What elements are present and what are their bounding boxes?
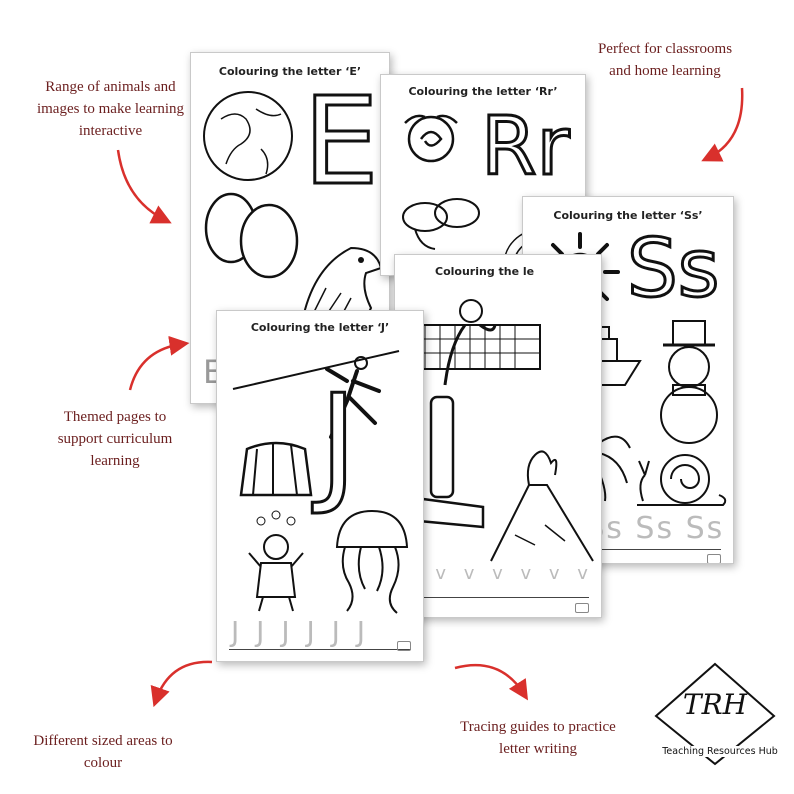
globe-icon	[203, 91, 293, 181]
page-title: Colouring the le	[435, 265, 535, 278]
callout-tracing-guides: Tracing guides to practice letter writin…	[460, 719, 616, 757]
writing-line	[229, 649, 411, 650]
callout-perfect-for-classrooms: Perfect for classrooms and home learning	[597, 41, 733, 79]
page-title: Colouring the letter ‘Rr’	[408, 85, 558, 98]
worksheet-letter-v: Colouring the le v v v v v v v v	[394, 254, 602, 618]
lasso-icon	[402, 198, 480, 250]
jelly-icon	[239, 441, 313, 497]
snowman-icon	[660, 320, 718, 444]
snail-icon	[637, 454, 727, 506]
clown-juggler-icon	[248, 510, 304, 612]
mini-logo-icon	[397, 641, 411, 651]
brand-name: Teaching Resources Hub	[650, 746, 790, 757]
brand-logo: TRH Teaching Resources Hub	[650, 660, 790, 770]
big-letter-rr: Rr	[479, 100, 571, 193]
trace-letters-j: J J J J J J	[231, 615, 370, 648]
mini-logo-icon	[707, 554, 721, 563]
volleyball-net-icon	[409, 299, 541, 386]
callout-themed-pages: Themed pages to support curriculum learn…	[57, 409, 173, 469]
mini-logo-icon	[575, 603, 589, 613]
writing-line	[535, 549, 721, 550]
vacuum-icon	[417, 395, 485, 529]
page-title: Colouring the letter ‘Ss’	[553, 209, 703, 222]
volcano-icon	[490, 450, 594, 562]
worksheet-letter-j: Colouring the letter ‘J’ J J J J J J J	[216, 310, 424, 662]
eggs-icon	[204, 192, 299, 279]
trace-letters-v: v v v v v v v v	[407, 563, 602, 584]
diamond-logo-icon	[654, 662, 776, 766]
big-letter-j: J	[317, 366, 358, 518]
page-title: Colouring the letter ‘E’	[218, 65, 362, 78]
callout-different-sized-areas: Different sized areas to colour	[33, 733, 173, 771]
brand-monogram: TRH	[682, 688, 748, 721]
big-letter-e: E	[302, 73, 381, 212]
jellyfish-icon	[335, 509, 409, 614]
writing-line	[407, 597, 589, 598]
javelin-thrower-icon	[232, 350, 400, 439]
big-letter-ss: Ss	[625, 222, 720, 315]
rose-icon	[404, 114, 458, 163]
callout-range-of-animals: Range of animals and images to make lear…	[36, 79, 185, 139]
page-title: Colouring the letter ‘J’	[250, 321, 390, 334]
